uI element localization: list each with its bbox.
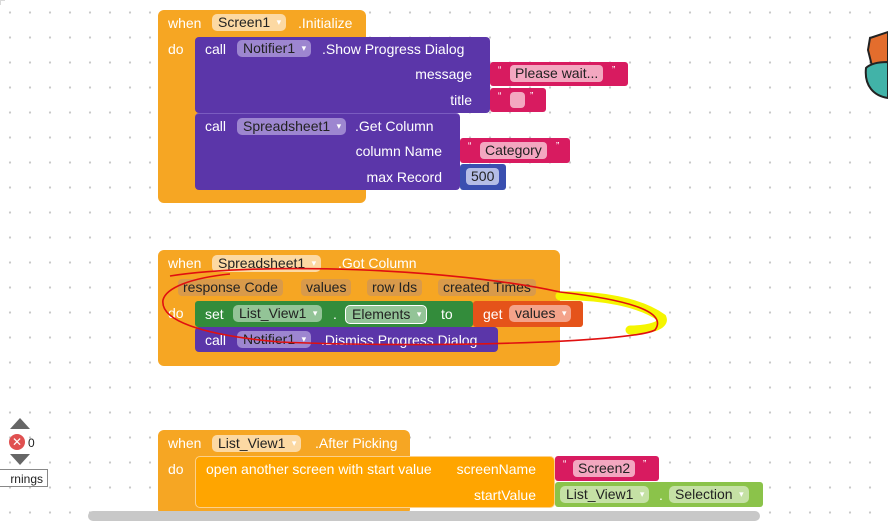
- quote-open: “: [498, 91, 502, 102]
- param-values[interactable]: values: [301, 279, 352, 296]
- quote-open: “: [563, 459, 567, 470]
- quote-close: ”: [530, 91, 534, 102]
- text-field[interactable]: Category: [480, 142, 547, 159]
- quote-open: “: [468, 141, 472, 152]
- text-field[interactable]: [510, 92, 525, 108]
- dot: .: [333, 306, 337, 322]
- set-label: set: [205, 306, 224, 322]
- screen-name-label: screenName: [456, 461, 536, 477]
- component-dropdown[interactable]: Spreadsheet1: [237, 118, 347, 135]
- property-dropdown[interactable]: Elements: [345, 305, 428, 324]
- next-warning-arrow-icon[interactable]: [10, 454, 30, 465]
- quote-close: ”: [643, 459, 647, 470]
- component-dropdown[interactable]: List_View1: [212, 435, 302, 452]
- param-row-ids[interactable]: row Ids: [367, 279, 423, 296]
- open-screen-label: open another screen with start value: [206, 461, 432, 477]
- text-block-message[interactable]: “ Please wait... ”: [490, 62, 628, 86]
- get-values-block[interactable]: get values: [473, 301, 583, 327]
- do-label: do: [168, 461, 184, 477]
- dot: .: [659, 487, 663, 503]
- number-field[interactable]: 500: [466, 168, 500, 185]
- number-block[interactable]: 500: [460, 164, 506, 190]
- call-show-progress-dialog[interactable]: call Notifier1 .Show Progress Dialog mes…: [195, 37, 490, 113]
- call-get-column[interactable]: call Spreadsheet1 .Get Column column Nam…: [195, 113, 460, 190]
- red-hand-drawn-ellipse: [162, 267, 659, 346]
- horizontal-scrollbar[interactable]: [88, 511, 760, 521]
- error-count: 0: [28, 436, 35, 450]
- start-value-label: startValue: [474, 487, 536, 503]
- column-name-label: column Name: [355, 143, 442, 159]
- event-name: .Got Column: [338, 255, 417, 271]
- param-response-code[interactable]: response Code: [178, 279, 283, 296]
- property-dropdown[interactable]: Selection: [669, 486, 749, 503]
- call-label: call: [205, 332, 227, 348]
- title-label: title: [450, 92, 472, 108]
- call-dismiss-progress-dialog[interactable]: call Notifier1 .Dismiss Progress Dialog: [195, 327, 498, 352]
- text-block-category[interactable]: “ Category ”: [460, 138, 570, 163]
- toggle-warnings-button[interactable]: rnings: [0, 469, 48, 487]
- event-name: .After Picking: [315, 435, 398, 451]
- mascot-icon: [864, 30, 888, 100]
- set-list-view-elements[interactable]: set List_View1 . Elements to: [195, 301, 473, 327]
- text-block-screen2[interactable]: “ Screen2 ”: [555, 456, 659, 481]
- component-dropdown[interactable]: Screen1: [212, 14, 287, 31]
- max-record-label: max Record: [366, 169, 442, 185]
- text-field[interactable]: Screen2: [573, 460, 636, 477]
- when-label: when: [168, 255, 202, 271]
- component-dropdown[interactable]: List_View1: [560, 486, 650, 503]
- list-view-selection-block[interactable]: List_View1 . Selection: [555, 482, 763, 507]
- quote-close: ”: [612, 65, 616, 76]
- do-label: do: [168, 41, 184, 57]
- yellow-highlight-stroke: [555, 291, 667, 335]
- message-label: message: [415, 66, 472, 82]
- method-name: .Get Column: [355, 118, 434, 134]
- when-label: when: [168, 435, 202, 451]
- component-dropdown[interactable]: Notifier1: [237, 40, 312, 57]
- warnings-indicator: ✕ 0 rnings: [0, 416, 60, 496]
- text-field[interactable]: Please wait...: [510, 65, 604, 82]
- event-name: .Initialize: [298, 15, 353, 31]
- component-dropdown[interactable]: List_View1: [233, 305, 323, 322]
- get-label: get: [483, 306, 503, 322]
- call-label: call: [205, 41, 227, 57]
- component-dropdown[interactable]: Notifier1: [237, 331, 312, 348]
- variable-dropdown[interactable]: values: [509, 305, 572, 322]
- previous-warning-arrow-icon[interactable]: [10, 418, 30, 429]
- to-label: to: [441, 306, 453, 322]
- text-block-title[interactable]: “ ”: [490, 88, 546, 112]
- when-label: when: [168, 15, 202, 31]
- quote-open: “: [498, 65, 502, 76]
- open-another-screen-block[interactable]: open another screen with start value scr…: [195, 456, 555, 508]
- quote-close: ”: [556, 141, 560, 152]
- error-icon: ✕: [9, 434, 25, 450]
- call-label: call: [205, 118, 227, 134]
- method-name: .Show Progress Dialog: [322, 41, 465, 57]
